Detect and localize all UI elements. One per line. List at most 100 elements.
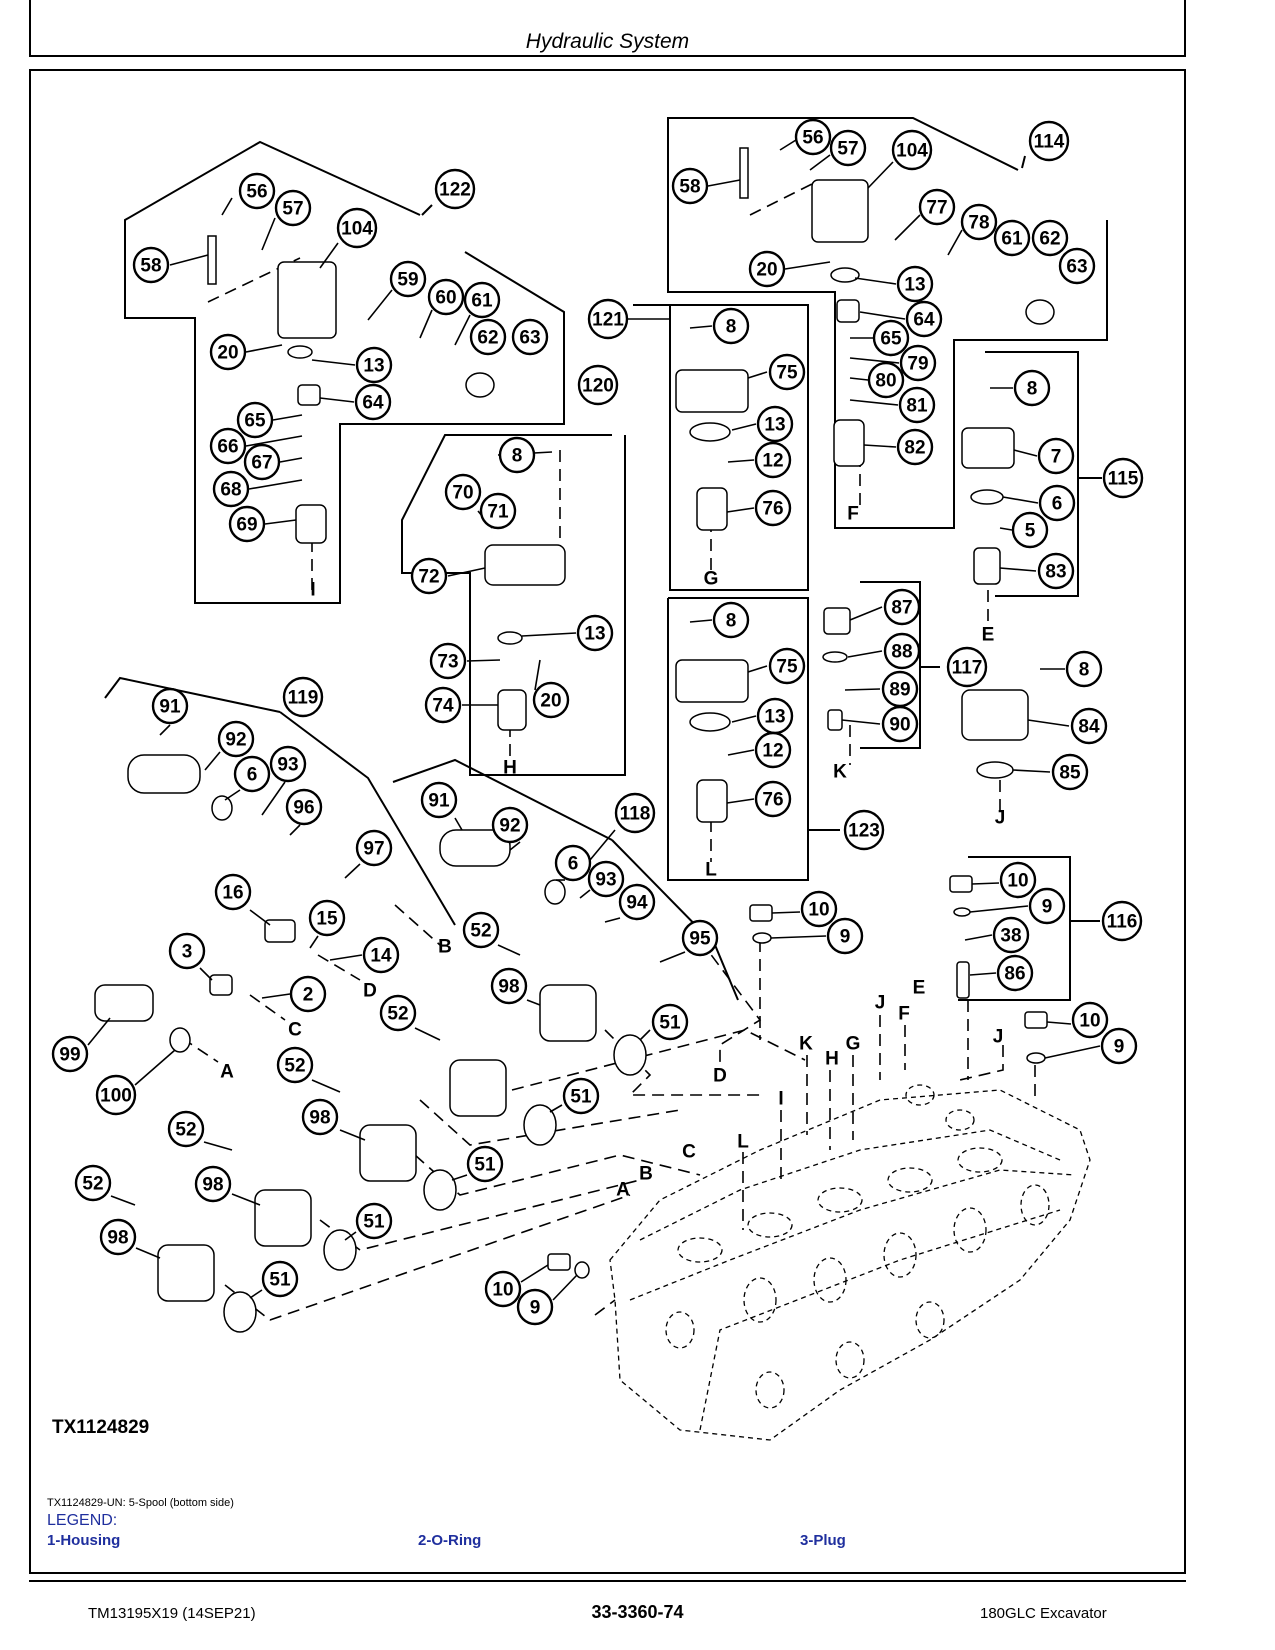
callout-13: 13 xyxy=(756,697,794,735)
callout-number: 96 xyxy=(293,798,314,819)
callout-number: 117 xyxy=(952,658,983,679)
port-letter-l: L xyxy=(737,1132,749,1153)
callout-number: 120 xyxy=(582,376,614,397)
callout-number: 2 xyxy=(303,985,314,1006)
figure-frame xyxy=(29,69,1186,1574)
callout-number: 93 xyxy=(595,870,616,891)
callout-number: 14 xyxy=(370,946,392,967)
port-letter-j: J xyxy=(875,993,886,1014)
callout-number: 78 xyxy=(968,213,989,234)
callout-number: 116 xyxy=(1107,912,1138,933)
callout-number: 71 xyxy=(487,502,509,523)
callout-51: 51 xyxy=(466,1145,504,1183)
callout-number: 13 xyxy=(584,624,605,645)
port-letter-g: G xyxy=(846,1034,861,1055)
callout-52: 52 xyxy=(167,1110,205,1148)
callout-68: 68 xyxy=(212,470,250,508)
callout-number: 104 xyxy=(341,219,373,240)
callout-9: 9 xyxy=(1028,887,1066,925)
callout-70: 70 xyxy=(444,473,482,511)
callout-number: 8 xyxy=(1079,660,1090,681)
callout-62: 62 xyxy=(469,318,507,356)
callout-number: 99 xyxy=(59,1045,80,1066)
callout-number: 56 xyxy=(246,182,267,203)
callout-number: 51 xyxy=(269,1270,291,1291)
callout-63: 63 xyxy=(511,318,549,356)
callout-number: 10 xyxy=(492,1280,513,1301)
callout-10: 10 xyxy=(1071,1001,1109,1039)
callout-number: 12 xyxy=(762,741,783,762)
callout-12: 12 xyxy=(754,441,792,479)
callout-8: 8 xyxy=(498,436,536,474)
callout-number: 9 xyxy=(840,927,851,948)
callout-87: 87 xyxy=(883,588,921,626)
callout-number: 104 xyxy=(896,141,928,162)
legend-item-housing[interactable]: 1-Housing xyxy=(47,1532,121,1549)
callout-number: 98 xyxy=(498,977,519,998)
legend-item-plug[interactable]: 3-Plug xyxy=(800,1532,846,1549)
footer-model: 180GLC Excavator xyxy=(980,1605,1107,1622)
callout-number: 85 xyxy=(1059,763,1081,784)
callout-number: 8 xyxy=(1027,379,1038,400)
port-letter-e: E xyxy=(913,978,926,999)
callout-20: 20 xyxy=(748,250,786,288)
callout-74: 74 xyxy=(424,686,462,724)
group-119-outline xyxy=(104,676,281,713)
callout-65: 65 xyxy=(236,401,274,439)
callout-number: 20 xyxy=(756,260,777,281)
group-119-side xyxy=(279,711,456,926)
callout-number: 51 xyxy=(570,1087,592,1108)
callout-90: 90 xyxy=(881,705,919,743)
callout-104: 104 xyxy=(336,207,378,249)
callout-9: 9 xyxy=(1100,1027,1138,1065)
callout-number: 76 xyxy=(762,499,783,520)
legend-item-o-ring[interactable]: 2-O-Ring xyxy=(418,1532,482,1549)
callout-57: 57 xyxy=(829,129,867,167)
assembly-lines xyxy=(181,179,1036,1321)
callout-13: 13 xyxy=(896,265,934,303)
callout-95: 95 xyxy=(681,919,719,957)
callout-number: 10 xyxy=(1007,871,1028,892)
port-letter-f: F xyxy=(898,1004,910,1025)
callout-75: 75 xyxy=(768,353,806,391)
callout-6: 6 xyxy=(233,755,271,793)
callout-number: 20 xyxy=(540,691,561,712)
callout-94: 94 xyxy=(618,883,656,921)
callout-9: 9 xyxy=(516,1288,554,1326)
callout-number: 6 xyxy=(1052,494,1063,515)
group-118-outline xyxy=(392,758,613,841)
callout-98: 98 xyxy=(99,1218,137,1256)
callout-number: 57 xyxy=(282,199,303,220)
callout-number: 56 xyxy=(802,128,823,149)
callout-number: 58 xyxy=(140,256,161,277)
callout-63: 63 xyxy=(1058,247,1096,285)
callout-number: 51 xyxy=(363,1212,385,1233)
callout-number: 100 xyxy=(100,1086,132,1107)
callout-number: 68 xyxy=(220,480,241,501)
callout-number: 69 xyxy=(236,515,257,536)
callout-6: 6 xyxy=(1038,484,1076,522)
port-letter-d: D xyxy=(363,981,377,1002)
callout-number: 72 xyxy=(418,567,439,588)
callout-number: 58 xyxy=(679,177,700,198)
callout-number: 15 xyxy=(316,909,338,930)
callout-number: 6 xyxy=(247,765,258,786)
group-116-outline xyxy=(958,856,1071,1001)
callout-14: 14 xyxy=(362,936,400,974)
callout-12: 12 xyxy=(754,731,792,769)
callout-73: 73 xyxy=(429,642,467,680)
callout-79: 79 xyxy=(899,344,937,382)
port-letter-h: H xyxy=(503,758,517,779)
callout-number: 90 xyxy=(889,715,910,736)
callout-number: 8 xyxy=(512,446,523,467)
callout-number: 118 xyxy=(620,804,651,825)
callout-number: 92 xyxy=(225,730,246,751)
callout-number: 61 xyxy=(471,291,493,312)
port-letter-b: B xyxy=(438,937,452,958)
callout-122: 122 xyxy=(434,168,476,210)
component-sketches xyxy=(94,147,1055,1333)
port-letter-g: G xyxy=(704,569,719,590)
callout-number: 64 xyxy=(362,393,384,414)
callout-15: 15 xyxy=(308,899,346,937)
